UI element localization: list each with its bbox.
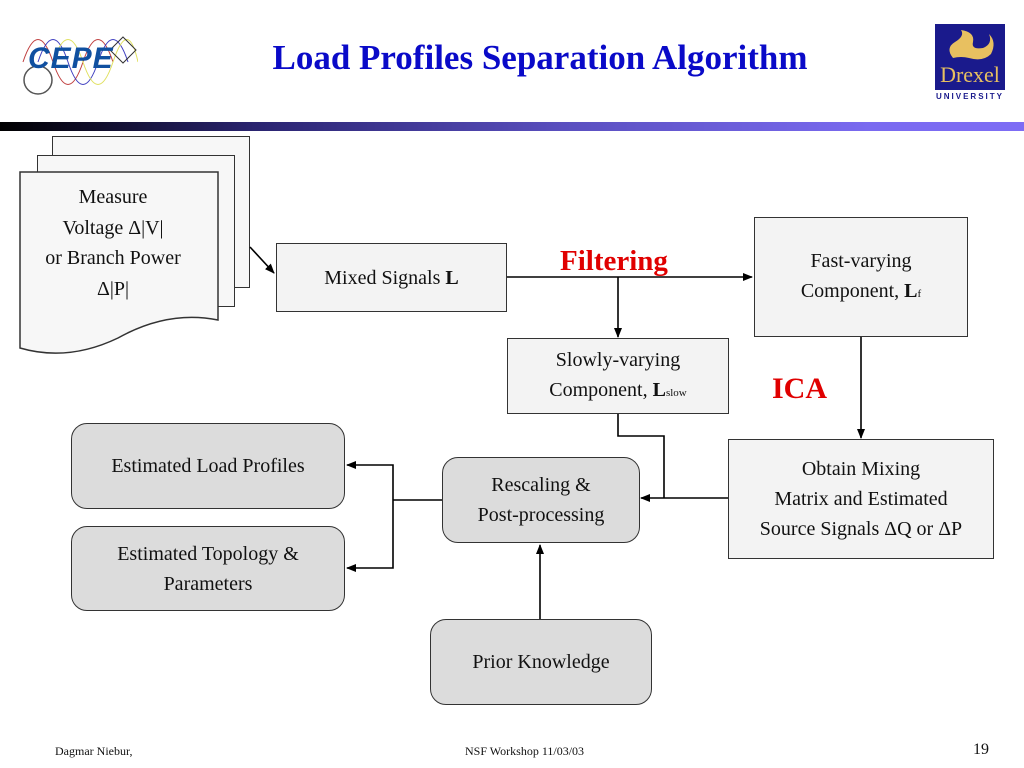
estimated-load-profiles-label: Estimated Load Profiles	[111, 455, 305, 477]
estimated-topology-line-2: Parameters	[163, 572, 253, 595]
cepe-logo: CEPE	[18, 22, 139, 98]
estimated-topology-box: Estimated Topology & Parameters	[71, 526, 345, 611]
slowly-varying-box: Slowly-varying Component, Lslow	[507, 338, 729, 414]
slowly-varying-line-1: Slowly-varying	[555, 348, 681, 371]
arrow-measure-to-mixed	[249, 246, 275, 274]
mixed-signals-label: Mixed Signals L	[324, 266, 459, 289]
prior-knowledge-label: Prior Knowledge	[472, 651, 610, 673]
cepe-logo-text: CEPE	[28, 42, 114, 75]
measure-line-1: Measure	[78, 186, 148, 208]
footer-event: NSF Workshop 11/03/03	[465, 744, 585, 758]
measure-text: Measure Voltage Δ|V| or Branch Power Δ|P…	[20, 182, 206, 304]
measure-line-2: Voltage Δ|V|	[62, 216, 164, 239]
dragon-icon	[949, 30, 994, 60]
mixing-line-2: Matrix and Estimated	[774, 488, 948, 510]
fast-varying-line-1: Fast-varying	[810, 249, 912, 272]
mixing-line-1: Obtain Mixing	[801, 458, 921, 480]
measure-line-3: or Branch Power	[45, 247, 181, 269]
estimated-topology-line-1: Estimated Topology &	[117, 542, 299, 565]
fast-varying-line-2: Component, Lf	[800, 279, 922, 302]
drexel-logo-text: Drexel	[940, 62, 1000, 87]
prior-knowledge-box: Prior Knowledge	[430, 619, 652, 705]
slide-number: 19	[973, 741, 989, 758]
measure-line-4: Δ|P|	[97, 277, 129, 300]
slide-title: Load Profiles Separation Algorithm	[272, 38, 808, 77]
drexel-university-text: UNIVERSITY	[935, 92, 1004, 101]
filtering-label: Filtering	[560, 245, 668, 277]
line-slow-to-rescaling	[617, 413, 665, 498]
slowly-varying-line-2: Component, Lslow	[549, 378, 687, 401]
rescaling-box: Rescaling & Post-processing	[442, 457, 640, 543]
ica-label: ICA	[772, 372, 828, 405]
cepe-logo-graphic	[22, 36, 139, 95]
mixed-signals-box: Mixed Signals L	[276, 243, 507, 312]
document-page-front	[19, 171, 219, 354]
drexel-logo: Drexel	[935, 24, 1005, 90]
header-divider	[0, 122, 1024, 131]
arrow-to-est-topology	[346, 500, 394, 572]
mixing-matrix-box: Obtain Mixing Matrix and Estimated Sourc…	[728, 439, 994, 559]
rescaling-line-1: Rescaling &	[491, 474, 591, 496]
arrow-to-est-load	[346, 461, 394, 500]
rescaling-line-2: Post-processing	[477, 504, 605, 526]
mixing-line-3: Source Signals ΔQ or ΔP	[759, 518, 963, 540]
estimated-load-profiles-box: Estimated Load Profiles	[71, 423, 345, 509]
footer-author: Dagmar Niebur,	[55, 744, 133, 758]
fast-varying-box: Fast-varying Component, Lf	[754, 217, 968, 337]
